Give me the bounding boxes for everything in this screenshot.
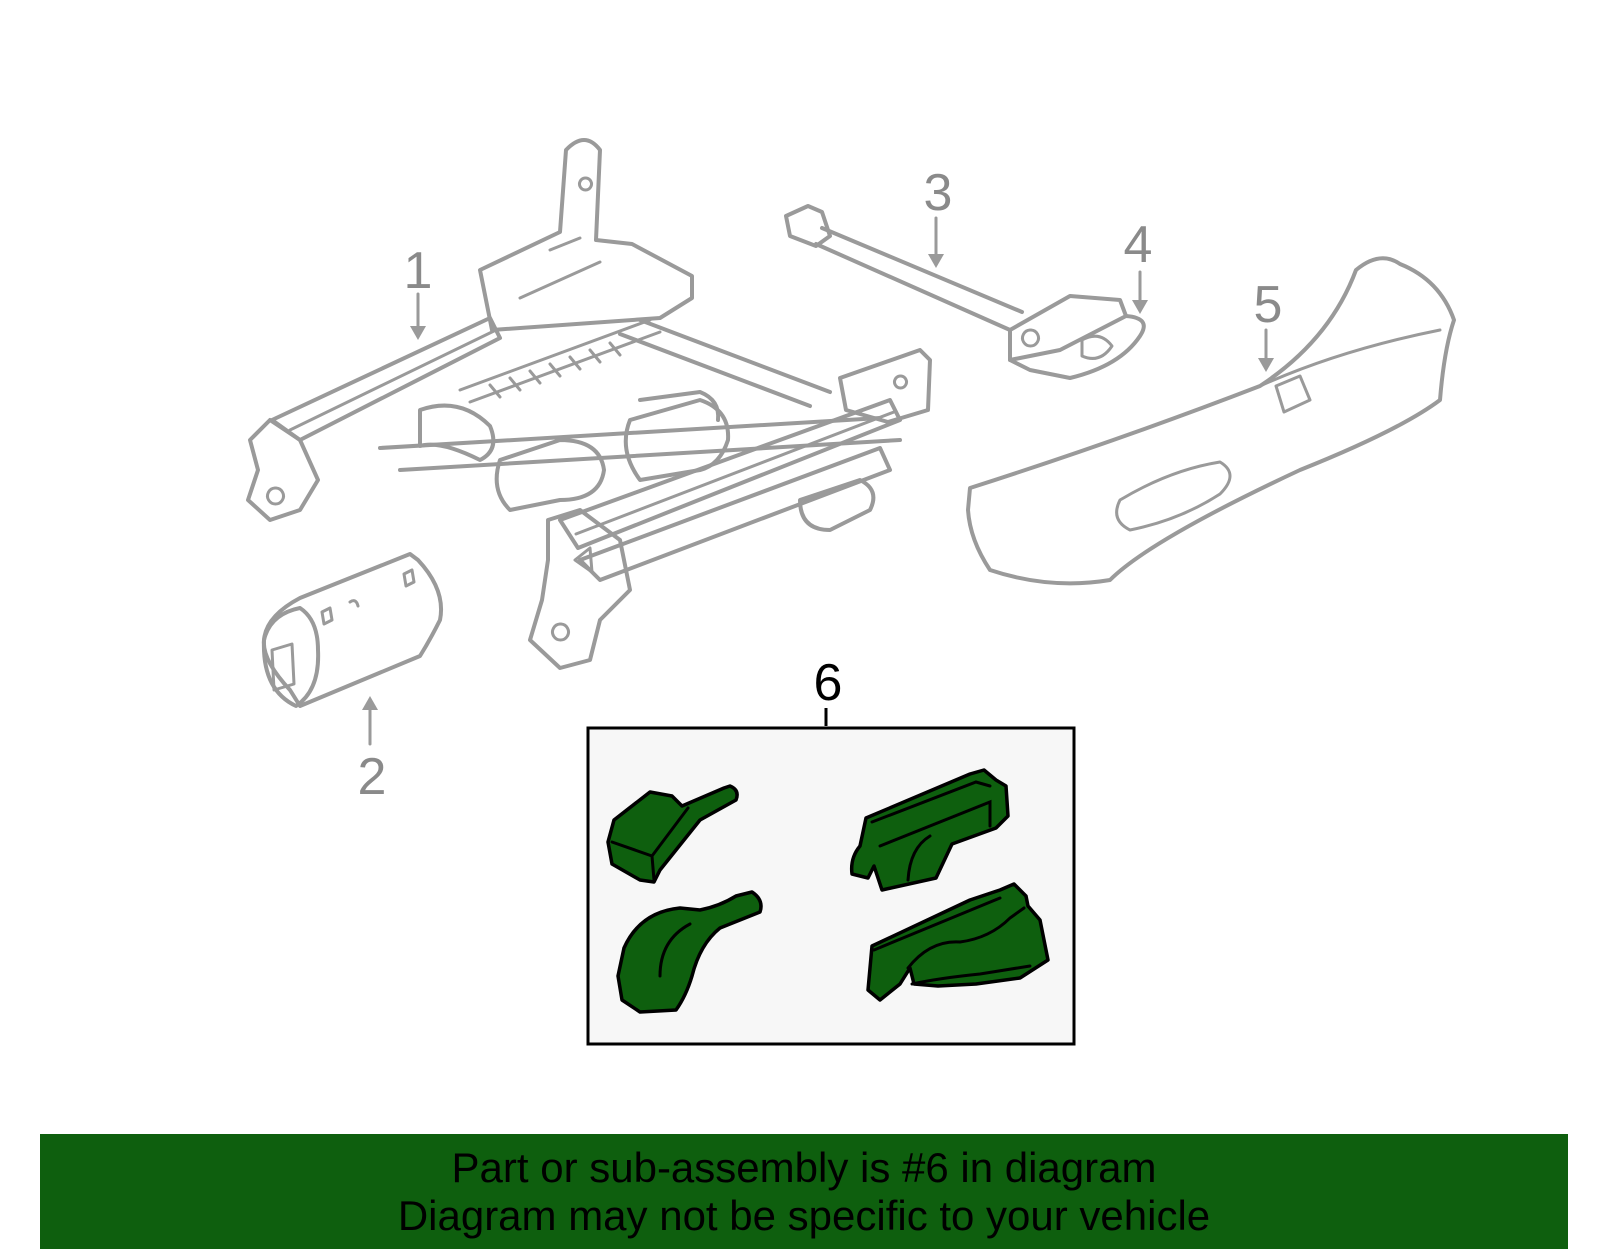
callout-number-3: 3 — [924, 164, 953, 222]
part-6-piece-c — [849, 768, 1010, 892]
part-1-seat-frame — [246, 138, 932, 670]
part-5-side-shield — [966, 256, 1456, 586]
part-6-highlight-box — [586, 726, 1076, 1046]
banner-line-2: Diagram may not be specific to your vehi… — [397, 1192, 1211, 1239]
part-3-cable-rod — [784, 204, 1024, 332]
part-2-motor-cover — [261, 552, 443, 708]
callout-number-6: 6 — [814, 654, 843, 712]
part-6-piece-a — [606, 784, 739, 884]
callout-labels: 1 2 3 4 5 6 — [358, 164, 1283, 806]
part-6-piece-b — [616, 890, 763, 1014]
info-banner: Part or sub-assembly is #6 in diagram Di… — [40, 1134, 1568, 1249]
banner-line-1: Part or sub-assembly is #6 in diagram — [451, 1144, 1157, 1191]
callout-number-1: 1 — [404, 242, 433, 300]
callout-arrows — [362, 216, 1274, 746]
callout-number-5: 5 — [1254, 276, 1283, 334]
part-4-switch — [1008, 294, 1146, 380]
callout-number-2: 2 — [358, 748, 387, 806]
callout-number-4: 4 — [1124, 216, 1153, 274]
